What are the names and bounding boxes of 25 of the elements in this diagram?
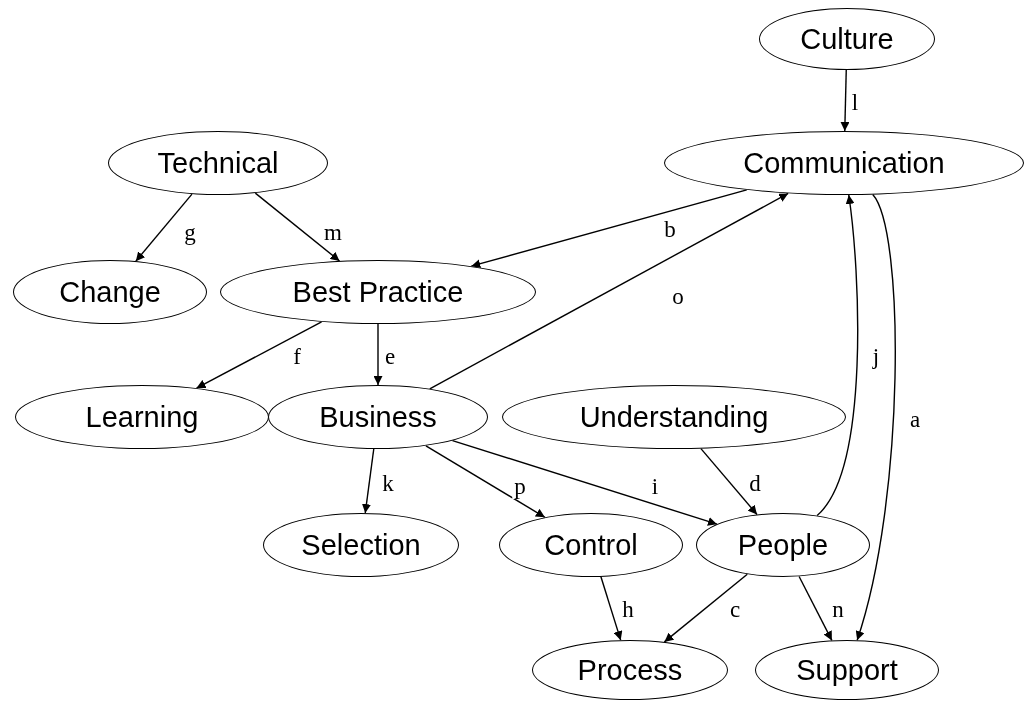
node-label: Best Practice [292,275,464,309]
arrow [798,575,833,642]
node-label: Culture [800,22,894,56]
arrow [600,576,623,641]
arrow [425,445,546,518]
node-label: People [737,528,829,562]
node-label: Process [577,653,683,687]
arrow [373,323,383,386]
node-label: Technical [157,146,279,180]
arrow [840,69,850,132]
node-label: Understanding [579,400,769,434]
node-label: Control [544,528,638,562]
node-label: Learning [85,400,199,434]
node-label: Business [319,400,437,434]
arrow [195,321,323,389]
arrow [451,439,718,526]
arrow [135,193,193,262]
arrow [855,193,896,641]
node-label: Selection [301,528,421,562]
node-label: Change [59,275,161,309]
arrow [816,194,859,517]
arrow [470,189,748,269]
arrow [361,448,375,514]
node-label: Support [796,653,898,687]
node-label: Communication [743,146,945,180]
